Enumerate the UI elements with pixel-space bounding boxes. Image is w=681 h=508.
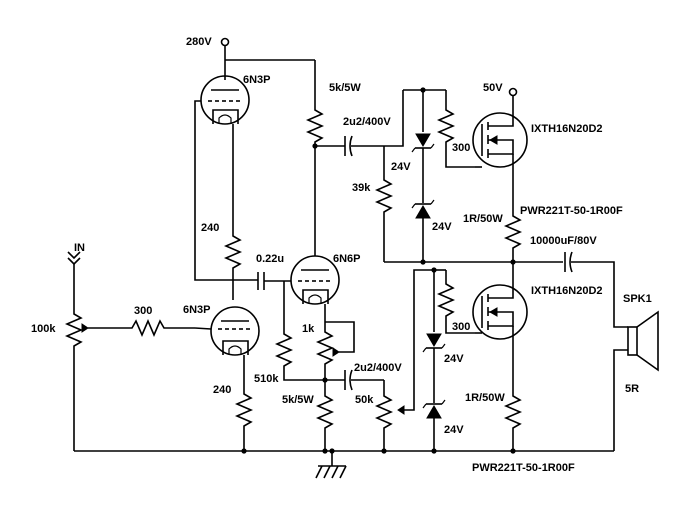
label-c2u2-bottom: 2u2/400V: [354, 362, 402, 374]
label-zener-a: 24V: [391, 161, 411, 173]
label-c022: 0.22u: [256, 253, 284, 265]
label-zener-d: 24V: [444, 424, 464, 436]
resistor-300-input: [128, 318, 195, 338]
resistor-300-bottom: [436, 282, 475, 334]
tube-6n3p-top: [200, 75, 250, 125]
capacitor-2u2-bottom: [344, 369, 353, 391]
supply-280v-terminal: [220, 37, 230, 47]
resistor-1r-top: [503, 212, 523, 262]
label-cap-out: 10000uF/80V: [530, 235, 597, 247]
speaker-icon: [627, 310, 659, 372]
resistor-240-bottom: [234, 390, 254, 451]
label-pwr-bottom: PWR221T-50-1R00F: [472, 462, 575, 474]
label-r5k-bottom: 5k/5W: [282, 394, 314, 406]
zener-24v-c: [422, 333, 446, 353]
label-pot100k: 100k: [31, 323, 56, 335]
label-r300-top: 300: [452, 142, 470, 154]
label-in: IN: [74, 242, 85, 254]
supply-50v-terminal: [508, 87, 518, 97]
label-r1k: 1k: [302, 323, 315, 335]
label-zener-c: 24V: [444, 353, 464, 365]
tube-6n6p: [290, 255, 340, 305]
label-pwr-top: PWR221T-50-1R00F: [520, 205, 623, 217]
label-mosfet-top: IXTH16N20D2: [531, 123, 603, 135]
resistor-510k: [274, 330, 325, 381]
label-r39k: 39k: [352, 182, 371, 194]
potentiometer-1k: [315, 322, 335, 380]
resistor-240-top: [223, 232, 243, 280]
resistor-39k: [374, 176, 394, 262]
label-speaker-impedance: 5R: [625, 383, 639, 395]
label-r510k: 510k: [254, 373, 279, 385]
label-tube-6n6p: 6N6P: [333, 253, 361, 265]
label-r1r-top: 1R/50W: [463, 213, 503, 225]
label-mosfet-bottom: IXTH16N20D2: [531, 285, 603, 297]
ground-symbol: [315, 451, 347, 479]
label-r300-input: 300: [134, 305, 152, 317]
capacitor-2u2-top: [344, 135, 353, 157]
label-c2u2-top: 2u2/400V: [343, 116, 391, 128]
label-r1r-bottom: 1R/50W: [465, 392, 505, 404]
tube-6n3p-bottom: [210, 306, 260, 356]
label-zener-b: 24V: [432, 221, 452, 233]
resistor-300-top: [436, 108, 475, 168]
label-r5k-top: 5k/5W: [329, 82, 361, 94]
label-280v: 280V: [186, 36, 212, 48]
resistor-1r-bottom: [503, 392, 523, 451]
label-tube-6n3p-top: 6N3P: [243, 74, 271, 86]
label-tube-6n3p-bottom: 6N3P: [183, 304, 211, 316]
label-r240-bottom: 240: [213, 384, 231, 396]
capacitor-10000uf: [564, 251, 573, 273]
mosfet-bottom: [472, 262, 528, 340]
label-r300-bottom: 300: [452, 321, 470, 333]
label-pot50k: 50k: [355, 394, 374, 406]
label-spk: SPK1: [623, 293, 652, 305]
potentiometer-100k: [64, 310, 84, 451]
label-r240-top: 240: [201, 222, 219, 234]
potentiometer-50k: [374, 392, 394, 451]
label-50v: 50V: [483, 82, 503, 94]
capacitor-0-22u: [257, 272, 265, 290]
resistor-5k-top: [305, 106, 325, 146]
resistor-5k-bottom: [315, 392, 335, 451]
zener-24v-b: [411, 199, 435, 219]
mosfet-top: [472, 96, 528, 168]
